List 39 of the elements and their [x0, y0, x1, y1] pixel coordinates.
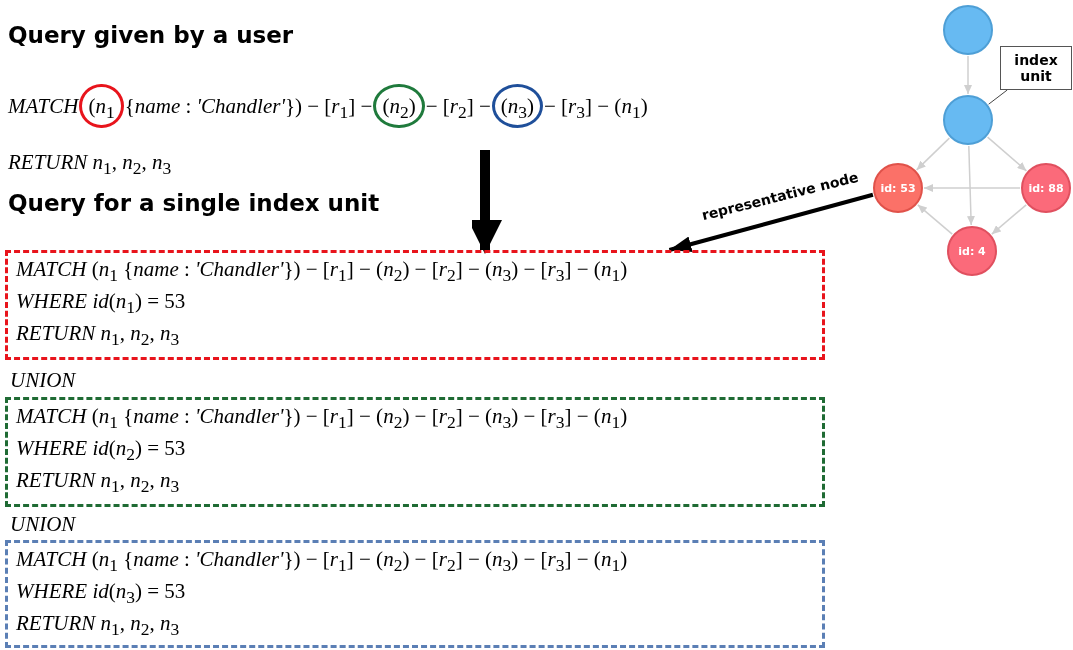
query-line: WHERE id(n$_{3}$) = 53 — [16, 578, 186, 607]
query-line: RETURN n$_{1}$, n$_{2}$, n$_{3}$ — [16, 610, 180, 639]
circled-term: (n$_{3}$) — [491, 84, 543, 128]
keyword-text: UNION — [10, 367, 76, 394]
query-line: MATCH (n$_{1}$ {name : 'Chandler'}) − [r$_{1}$] − (n$_{2}$) − [r$_{2}$] − (n$_{3}$) − [r$_{3}$] − (n$_{1}$) — [16, 403, 628, 432]
heading: Query given by a user — [8, 22, 294, 48]
query-line: MATCH (n$_{1}$ {name : 'Chandler'}) − [r$_{1}$] − (n$_{2}$) − [r$_{2}$] − (n$_{3}$) − [r$_{3}$] − (n$_{1}$) — [16, 256, 628, 285]
heading: Query for a single index unit — [8, 190, 380, 216]
query-box — [5, 250, 825, 360]
circled-term: (n$_{2}$) — [373, 84, 425, 128]
circled-term: (n$_{1}$ — [79, 84, 124, 128]
arrow — [915, 137, 951, 171]
query-box — [5, 397, 825, 507]
graph-node-circle: id: 4 — [947, 226, 997, 276]
graph-node-circle: id: 53 — [873, 163, 923, 213]
query-text: RETURN n$_{1}$, n$_{2}$, n$_{3}$ — [8, 149, 172, 178]
query-line: MATCH (n$_{1}$ {name : 'Chandler'}) − [r$_{1}$] − (n$_{2}$) − [r$_{2}$] − (n$_{3}$) − [r$_{3}$] − (n$_{1}$) — [16, 546, 628, 575]
arrow — [966, 145, 975, 226]
arrow — [668, 192, 874, 252]
query-line: RETURN n$_{1}$, n$_{2}$, n$_{3}$ — [16, 467, 180, 496]
query-line: WHERE id(n$_{1}$) = 53 — [16, 288, 186, 317]
graph-node-circle — [943, 5, 993, 55]
keyword-text: UNION — [10, 511, 76, 538]
query-text: {name : 'Chandler'}) − [r$_{1}$] − — [124, 93, 373, 122]
query-text: − [r$_{3}$] − (n$_{1}$) — [544, 93, 648, 122]
arrow — [964, 55, 972, 95]
arrow — [917, 204, 953, 235]
graph-node-circle — [943, 95, 993, 145]
arrow — [923, 184, 1021, 192]
leader-line — [988, 89, 1008, 105]
graph-node-circle: id: 88 — [1021, 163, 1071, 213]
arrow — [991, 204, 1027, 235]
query-text: MATCH — [8, 93, 79, 120]
query-line: RETURN n$_{1}$, n$_{2}$, n$_{3}$ — [16, 320, 180, 349]
callout-box: index unit — [1000, 46, 1072, 90]
arrow — [986, 136, 1028, 172]
query-box — [5, 540, 825, 648]
query-text: − [r$_{2}$] − — [425, 93, 491, 122]
query-line: WHERE id(n$_{2}$) = 53 — [16, 435, 186, 464]
